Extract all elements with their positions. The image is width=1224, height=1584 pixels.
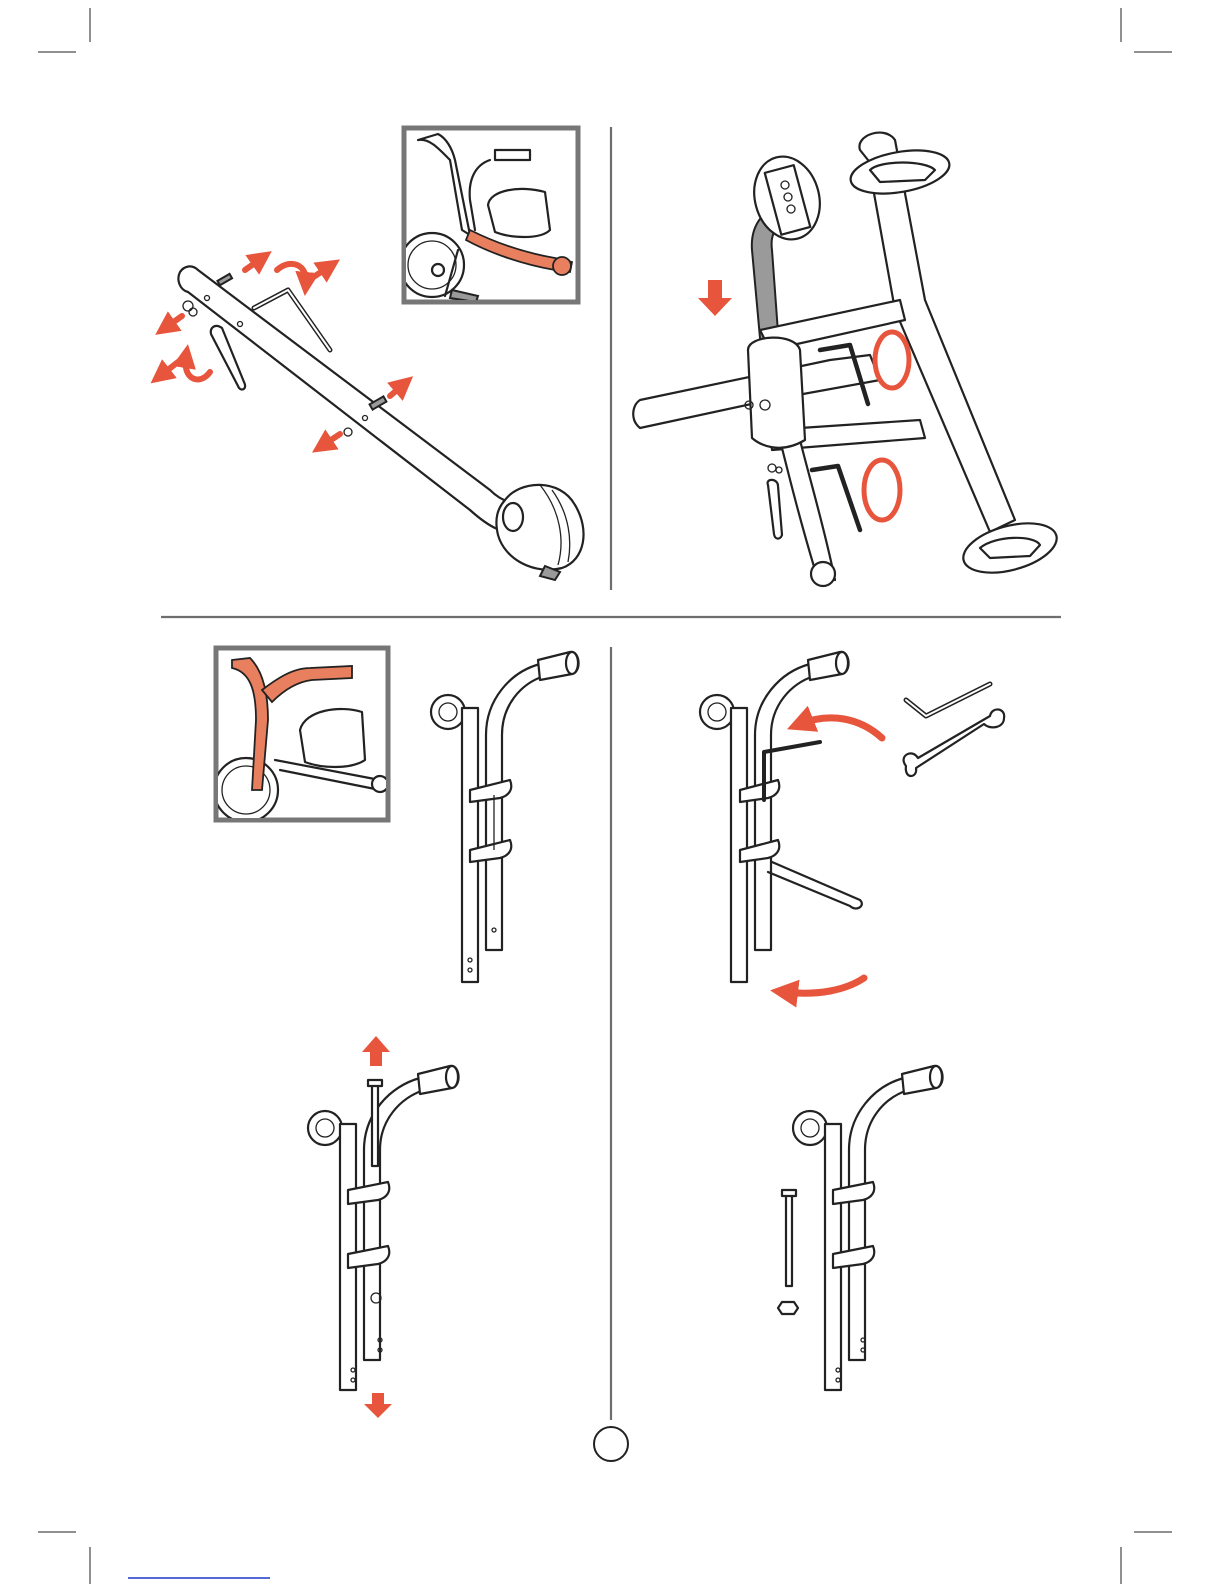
red-rotate-icon xyxy=(784,718,882,993)
handlebar-assembly xyxy=(431,652,579,982)
step-loosen-clamp xyxy=(700,652,1004,993)
red-arrow-icon xyxy=(362,1036,390,1066)
step-remove-long-bolt xyxy=(308,1036,459,1418)
inset-trike-steering-bar xyxy=(400,128,578,302)
long-bolt xyxy=(786,1194,792,1286)
inset-trike-handlebar-frame xyxy=(214,648,388,822)
step-attach-steering-to-frame xyxy=(633,133,1062,586)
red-arrow-icon xyxy=(698,280,732,316)
steering-knob xyxy=(496,485,583,580)
step-bolt-removed xyxy=(778,1066,943,1390)
wrench-icon xyxy=(904,709,1005,776)
hex-nut xyxy=(778,1302,798,1314)
red-arrow-icon xyxy=(364,1393,392,1418)
wrench-icon xyxy=(211,326,245,390)
crop-marks xyxy=(38,8,1172,1584)
page-number-circle xyxy=(594,1427,628,1461)
step-remove-steering-bar xyxy=(160,258,584,580)
